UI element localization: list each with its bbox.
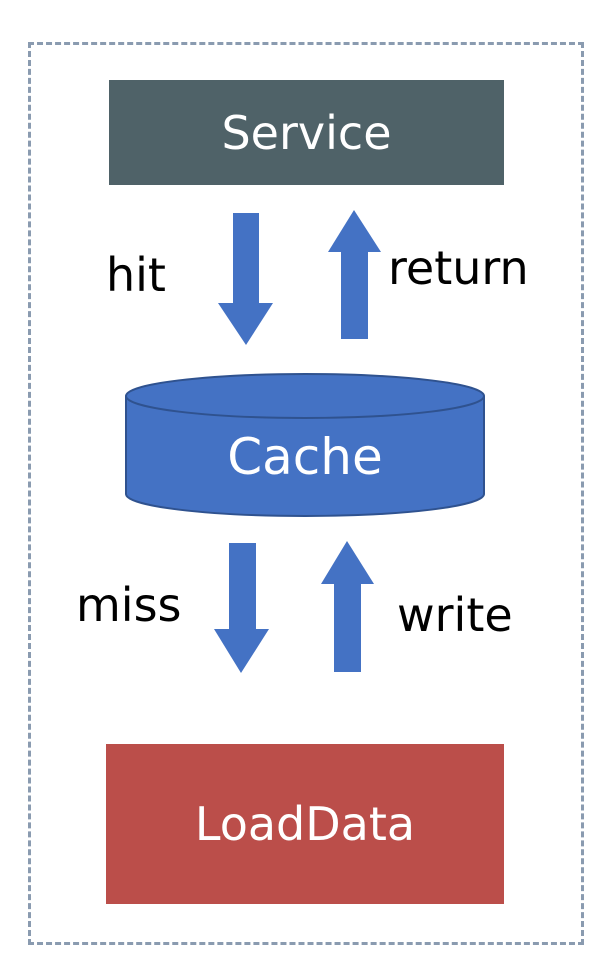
loaddata-box: LoadData xyxy=(106,744,504,904)
write-arrow xyxy=(321,541,374,672)
cache-cylinder xyxy=(125,373,485,517)
miss-arrow xyxy=(214,543,269,673)
hit-arrow xyxy=(218,213,273,345)
hit-label: hit xyxy=(106,248,166,302)
cache-label: Cache xyxy=(126,412,484,502)
service-box: Service xyxy=(109,80,504,185)
cache-label-text: Cache xyxy=(227,428,383,486)
service-label: Service xyxy=(221,105,392,160)
miss-label: miss xyxy=(76,578,182,632)
diagram-frame xyxy=(28,42,584,945)
return-label: return xyxy=(388,241,529,295)
write-label: write xyxy=(397,588,513,642)
return-arrow xyxy=(328,210,381,339)
loaddata-label: LoadData xyxy=(194,797,416,851)
